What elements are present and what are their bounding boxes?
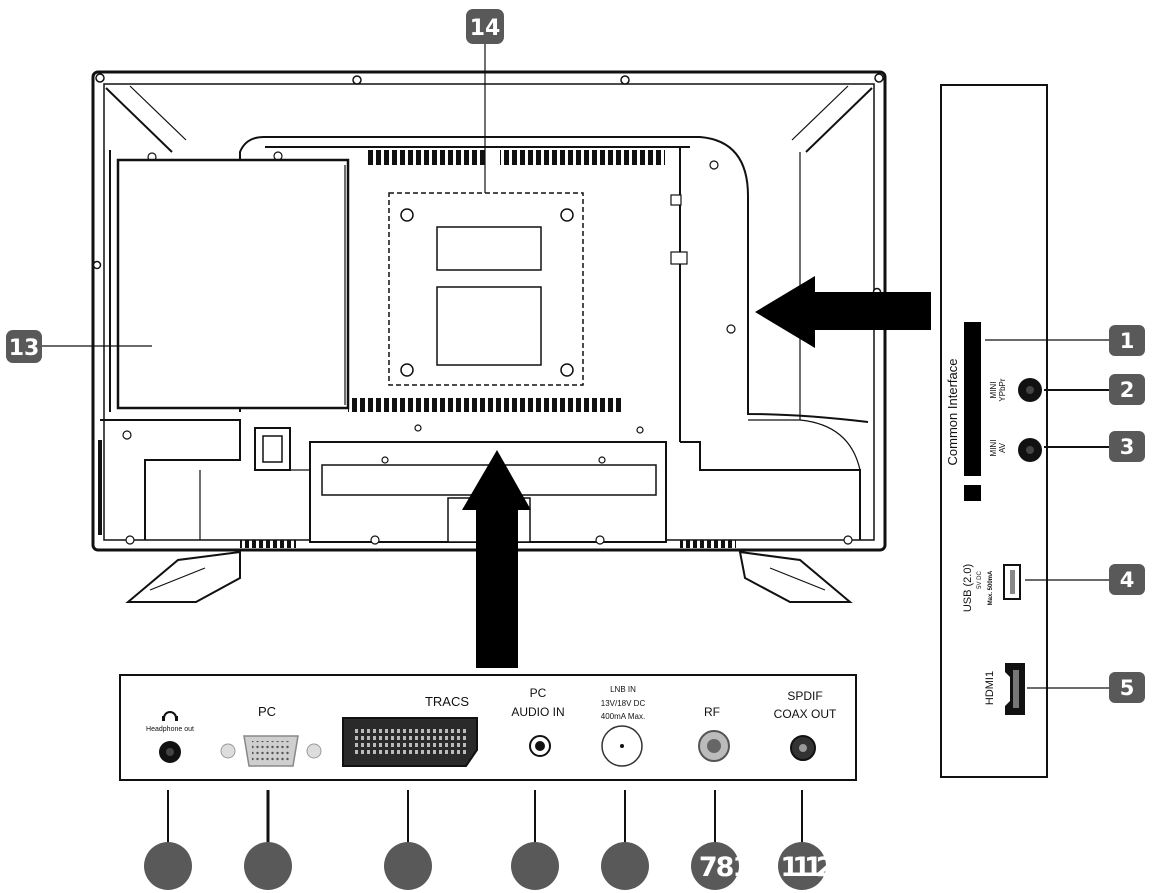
arrow-left-icon bbox=[755, 276, 931, 348]
headphone-label: Headphone out bbox=[146, 726, 194, 733]
callout-circle bbox=[691, 842, 739, 890]
spdif-label-2: COAX OUT bbox=[774, 707, 837, 721]
headphone-icon bbox=[162, 711, 178, 721]
pc-label: PC bbox=[258, 704, 276, 719]
usb-max-label: Max. 500mA bbox=[988, 570, 994, 605]
callout-2: 2 bbox=[1109, 374, 1145, 405]
callout-circle bbox=[778, 842, 826, 890]
callout-right-label: 5 bbox=[1120, 676, 1135, 700]
power-socket bbox=[254, 427, 291, 471]
mini-av-label-1: MINI bbox=[989, 440, 998, 457]
callout-5: 5 bbox=[1109, 672, 1145, 703]
callout-right-label: 3 bbox=[1120, 435, 1135, 459]
right-stand bbox=[738, 550, 853, 603]
callout-3: 3 bbox=[1109, 431, 1145, 462]
callout-circle bbox=[511, 842, 559, 890]
usb-label: USB (2.0) bbox=[962, 564, 974, 612]
callout-top-label: 14 bbox=[470, 16, 501, 41]
ci-slot bbox=[964, 322, 981, 476]
bottom-connector-panel: Headphone out PC TRACS PC AUDIO IN LNB I… bbox=[119, 674, 857, 781]
callout-circle bbox=[244, 842, 292, 890]
common-interface-label: Common Interface bbox=[945, 359, 960, 466]
callout-right-label: 4 bbox=[1120, 568, 1135, 592]
spdif-label-1: SPDIF bbox=[787, 689, 822, 703]
callout-bottom-label-7: 1112 bbox=[780, 852, 832, 883]
side-connector-panel: Common Interface MINI YPbPr MINI AV USB … bbox=[940, 84, 1048, 778]
callout-13: 13 bbox=[6, 330, 42, 363]
callout-bottom-label-6: 781 bbox=[699, 852, 750, 883]
pc-audio-label-1: PC bbox=[530, 686, 547, 700]
mini-ypbpr-label-1: MINI bbox=[989, 382, 998, 399]
callout-circle bbox=[384, 842, 432, 890]
lnb-label-1: LNB IN bbox=[610, 685, 636, 694]
callout-circle bbox=[144, 842, 192, 890]
vesa-mount-area bbox=[388, 192, 584, 386]
callout-right-label: 1 bbox=[1120, 329, 1135, 353]
lnb-label-3: 400mA Max. bbox=[601, 712, 645, 721]
usb-power-label: 5V DC bbox=[977, 570, 983, 588]
callout-right-label: 2 bbox=[1120, 378, 1135, 402]
pc-audio-label-2: AUDIO IN bbox=[511, 705, 564, 719]
callout-4: 4 bbox=[1109, 564, 1145, 595]
callout-left-label: 13 bbox=[9, 336, 40, 361]
mini-ypbpr-label-2: YPbPr bbox=[998, 378, 1007, 401]
tracs-label: TRACS bbox=[425, 694, 469, 709]
mini-av-label-2: AV bbox=[998, 442, 1007, 453]
rf-label: RF bbox=[704, 705, 720, 719]
callout-14: 14 bbox=[466, 9, 504, 44]
callout-circle bbox=[601, 842, 649, 890]
arrow-up-icon bbox=[462, 450, 531, 668]
bottom-callouts: 781 1112 bbox=[144, 842, 840, 890]
tv-body bbox=[91, 70, 887, 603]
callout-1: 1 bbox=[1109, 325, 1145, 356]
hdmi-label: HDMI1 bbox=[984, 671, 996, 705]
lnb-label-2: 13V/18V DC bbox=[601, 699, 646, 708]
